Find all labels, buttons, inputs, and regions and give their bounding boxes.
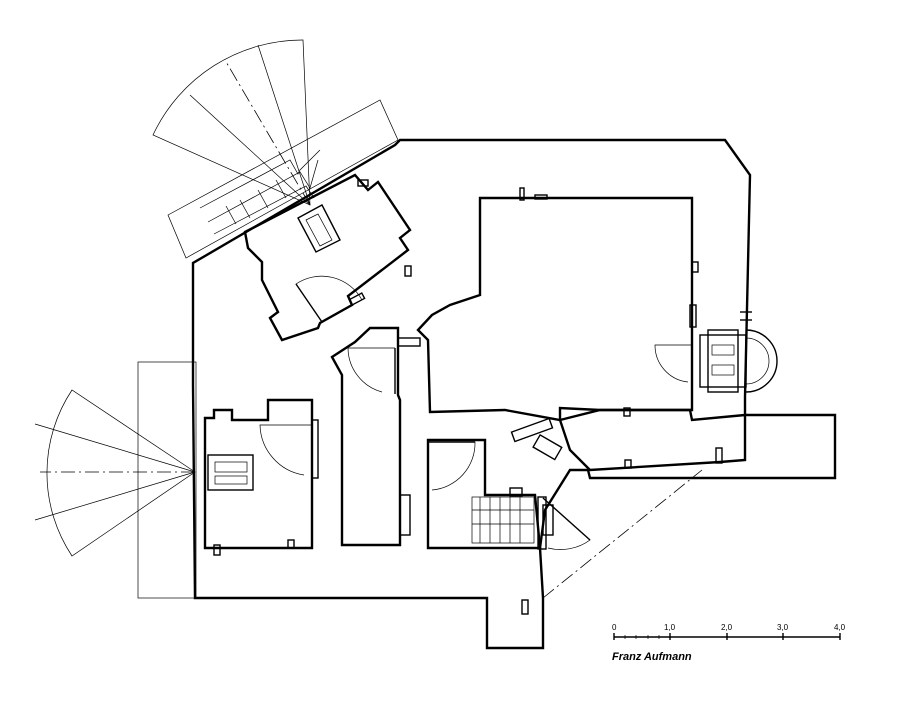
room-small-center [426, 438, 542, 550]
room-main [416, 196, 694, 422]
gun-left [207, 454, 254, 491]
stairs [471, 496, 535, 544]
outer-wall [191, 138, 837, 650]
corridor-central [330, 326, 402, 547]
scale-bar: 0 1,0 2,0 3,0 4,0 [612, 623, 846, 640]
wall-fittings [213, 179, 723, 615]
room-top-casemate [243, 173, 412, 342]
room-left-casemate [203, 398, 314, 550]
door-main-room [654, 344, 693, 383]
gun-top [297, 204, 341, 253]
scale-tick-2: 2,0 [721, 623, 733, 632]
embrasure-top [167, 99, 399, 259]
sightline-bottom [542, 469, 703, 599]
door-corridor [347, 347, 396, 394]
author-credit: Franz Aufmann [612, 651, 692, 663]
embrasure-left [137, 361, 197, 599]
firing-sector-top [152, 39, 311, 206]
door-top-casemate [295, 275, 366, 323]
entrance-right [699, 311, 778, 393]
door-small-room [428, 441, 476, 491]
room-right-annex [558, 408, 747, 472]
door-left-casemate [259, 419, 319, 479]
scale-tick-1: 1,0 [664, 623, 676, 632]
scale-tick-0: 0 [612, 623, 617, 632]
scale-tick-3: 3,0 [777, 623, 789, 632]
firing-sector-left [34, 389, 196, 557]
scale-tick-4: 4,0 [834, 623, 846, 632]
